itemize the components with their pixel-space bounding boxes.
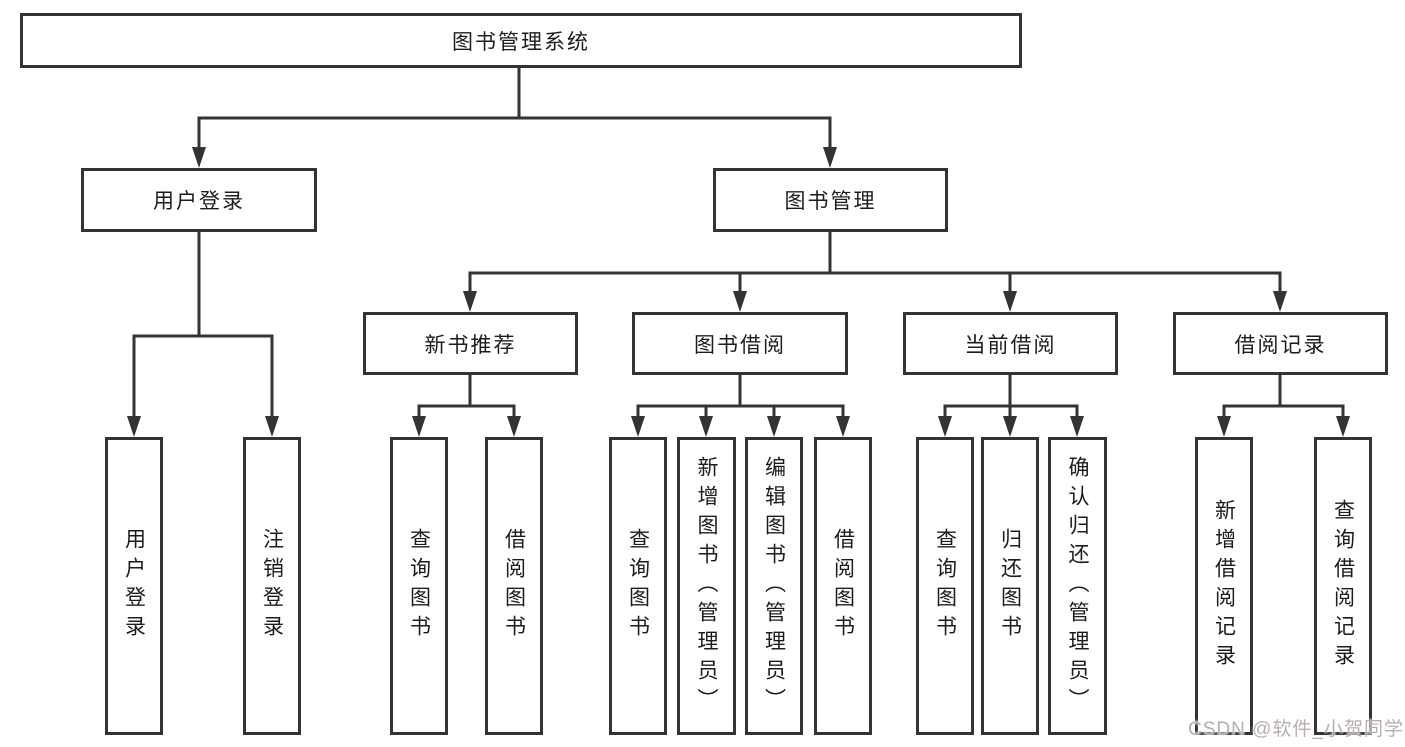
node-label: 归还图书 [998, 528, 1022, 644]
leaf-newbook-borrow-books: 借阅图书 [485, 437, 543, 735]
arrowheads-current-leaves [938, 416, 1084, 437]
leaf-current-confirm-return-admin: 确认归还（管理员） [1048, 437, 1107, 735]
connector-mgmt-to-level3 [468, 232, 1282, 295]
connector-login-to-leaves [132, 232, 274, 420]
node-book-management: 图书管理 [713, 168, 948, 232]
node-label: 编辑图书（管理员） [762, 455, 786, 717]
node-label: 用户登录 [153, 190, 245, 213]
node-label: 图书管理 [784, 190, 877, 213]
node-label: 图书借阅 [694, 333, 786, 357]
node-new-book-recommend: 新书推荐 [363, 312, 578, 375]
arrowheads-borrow-leaves [631, 416, 850, 437]
node-label: 借阅图书 [831, 528, 855, 644]
connector-newbook-to-leaves [417, 375, 516, 420]
arrowheads-level3 [463, 291, 1287, 312]
leaf-records-add-record: 新增借阅记录 [1195, 437, 1253, 735]
node-label: 借阅图书 [502, 528, 526, 644]
connector-records-to-leaves [1222, 375, 1345, 420]
node-root: 图书管理系统 [20, 13, 1022, 68]
csdn-watermark: CSDN @软件_小贺同学 [1188, 719, 1404, 740]
leaf-current-return-books: 归还图书 [981, 437, 1039, 735]
node-label: 借阅记录 [1234, 333, 1327, 357]
node-label: 查询图书 [407, 528, 431, 644]
leaf-newbook-query-books: 查询图书 [390, 437, 448, 735]
arrowheads-newbook-leaves [412, 416, 521, 437]
leaf-user-login: 用户登录 [105, 437, 163, 735]
leaf-records-query-record: 查询借阅记录 [1314, 437, 1372, 735]
node-label: 图书管理系统 [452, 30, 590, 54]
node-borrow-records: 借阅记录 [1173, 312, 1388, 375]
node-label: 用户登录 [122, 528, 146, 644]
node-label: 注销登录 [260, 528, 284, 644]
leaf-borrow-query-books: 查询图书 [609, 437, 667, 735]
node-label: 查询图书 [933, 528, 957, 644]
node-current-borrow: 当前借阅 [903, 312, 1118, 375]
node-label: 确认归还（管理员） [1066, 455, 1089, 717]
node-book-borrow: 图书借阅 [632, 312, 848, 375]
node-label: 新书推荐 [424, 333, 517, 357]
arrowheads-records-leaves [1217, 416, 1350, 437]
connector-current-to-leaves [943, 375, 1079, 420]
leaf-borrow-add-books-admin: 新增图书（管理员） [677, 437, 736, 735]
node-user-login: 用户登录 [81, 168, 317, 232]
arrowheads-login-leaves [127, 416, 279, 437]
leaf-borrow-borrow-books: 借阅图书 [814, 437, 872, 735]
leaf-borrow-edit-books-admin: 编辑图书（管理员） [745, 437, 803, 735]
node-label: 查询借阅记录 [1331, 499, 1355, 673]
leaf-logout: 注销登录 [243, 437, 301, 735]
node-label: 查询图书 [626, 528, 650, 644]
connector-borrow-to-leaves [636, 375, 845, 420]
node-label: 当前借阅 [964, 333, 1057, 357]
connector-root-to-level2 [197, 68, 832, 151]
arrowheads-level2 [192, 147, 837, 168]
node-label: 新增借阅记录 [1212, 499, 1236, 673]
leaf-current-query-books: 查询图书 [916, 437, 974, 735]
node-label: 新增图书（管理员） [695, 455, 718, 717]
